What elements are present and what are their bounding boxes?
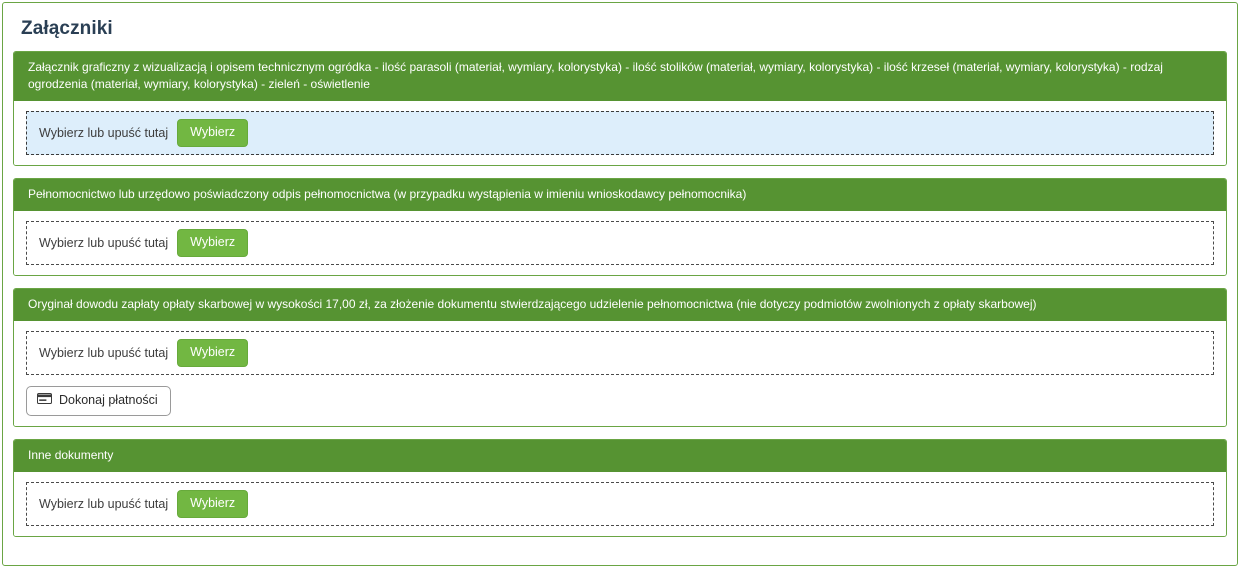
section-header-oplata-skarbowa: Oryginał dowodu zapłaty opłaty skarbowej… [14, 289, 1226, 321]
choose-file-button-pelnomocnictwo[interactable]: Wybierz [177, 229, 249, 257]
section-body-wizualizacja: Wybierz lub upuść tutaj Wybierz [14, 101, 1226, 165]
attachment-section-wizualizacja: Załącznik graficzny z wizualizacją i opi… [13, 51, 1227, 166]
dropzone-inne-dokumenty[interactable]: Wybierz lub upuść tutaj Wybierz [26, 482, 1214, 526]
credit-card-icon [37, 393, 52, 408]
dropzone-label-pelnomocnictwo: Wybierz lub upuść tutaj [39, 236, 169, 250]
choose-file-button-wizualizacja[interactable]: Wybierz [177, 119, 249, 147]
section-header-pelnomocnictwo: Pełnomocnictwo lub urzędowo poświadczony… [14, 179, 1226, 211]
dropzone-label-inne-dokumenty: Wybierz lub upuść tutaj [39, 497, 169, 511]
payment-row: Dokonaj płatności [26, 386, 1214, 416]
attachment-section-inne-dokumenty: Inne dokumenty Wybierz lub upuść tutaj W… [13, 439, 1227, 537]
section-header-inne-dokumenty: Inne dokumenty [14, 440, 1226, 472]
dropzone-label-wizualizacja: Wybierz lub upuść tutaj [39, 126, 169, 140]
section-header-wizualizacja: Załącznik graficzny z wizualizacją i opi… [14, 52, 1226, 101]
choose-file-button-oplata-skarbowa[interactable]: Wybierz [177, 339, 249, 367]
attachment-section-oplata-skarbowa: Oryginał dowodu zapłaty opłaty skarbowej… [13, 288, 1227, 427]
dropzone-oplata-skarbowa[interactable]: Wybierz lub upuść tutaj Wybierz [26, 331, 1214, 375]
make-payment-button[interactable]: Dokonaj płatności [26, 386, 171, 416]
section-body-oplata-skarbowa: Wybierz lub upuść tutaj Wybierz Dokonaj … [14, 321, 1226, 426]
make-payment-button-label: Dokonaj płatności [59, 393, 158, 407]
dropzone-wizualizacja[interactable]: Wybierz lub upuść tutaj Wybierz [26, 111, 1214, 155]
choose-file-button-inne-dokumenty[interactable]: Wybierz [177, 490, 249, 518]
dropzone-label-oplata-skarbowa: Wybierz lub upuść tutaj [39, 346, 169, 360]
section-body-pelnomocnictwo: Wybierz lub upuść tutaj Wybierz [14, 211, 1226, 275]
attachment-section-pelnomocnictwo: Pełnomocnictwo lub urzędowo poświadczony… [13, 178, 1227, 276]
dropzone-pelnomocnictwo[interactable]: Wybierz lub upuść tutaj Wybierz [26, 221, 1214, 265]
section-body-inne-dokumenty: Wybierz lub upuść tutaj Wybierz [14, 472, 1226, 536]
page-title: Załączniki [21, 18, 113, 39]
